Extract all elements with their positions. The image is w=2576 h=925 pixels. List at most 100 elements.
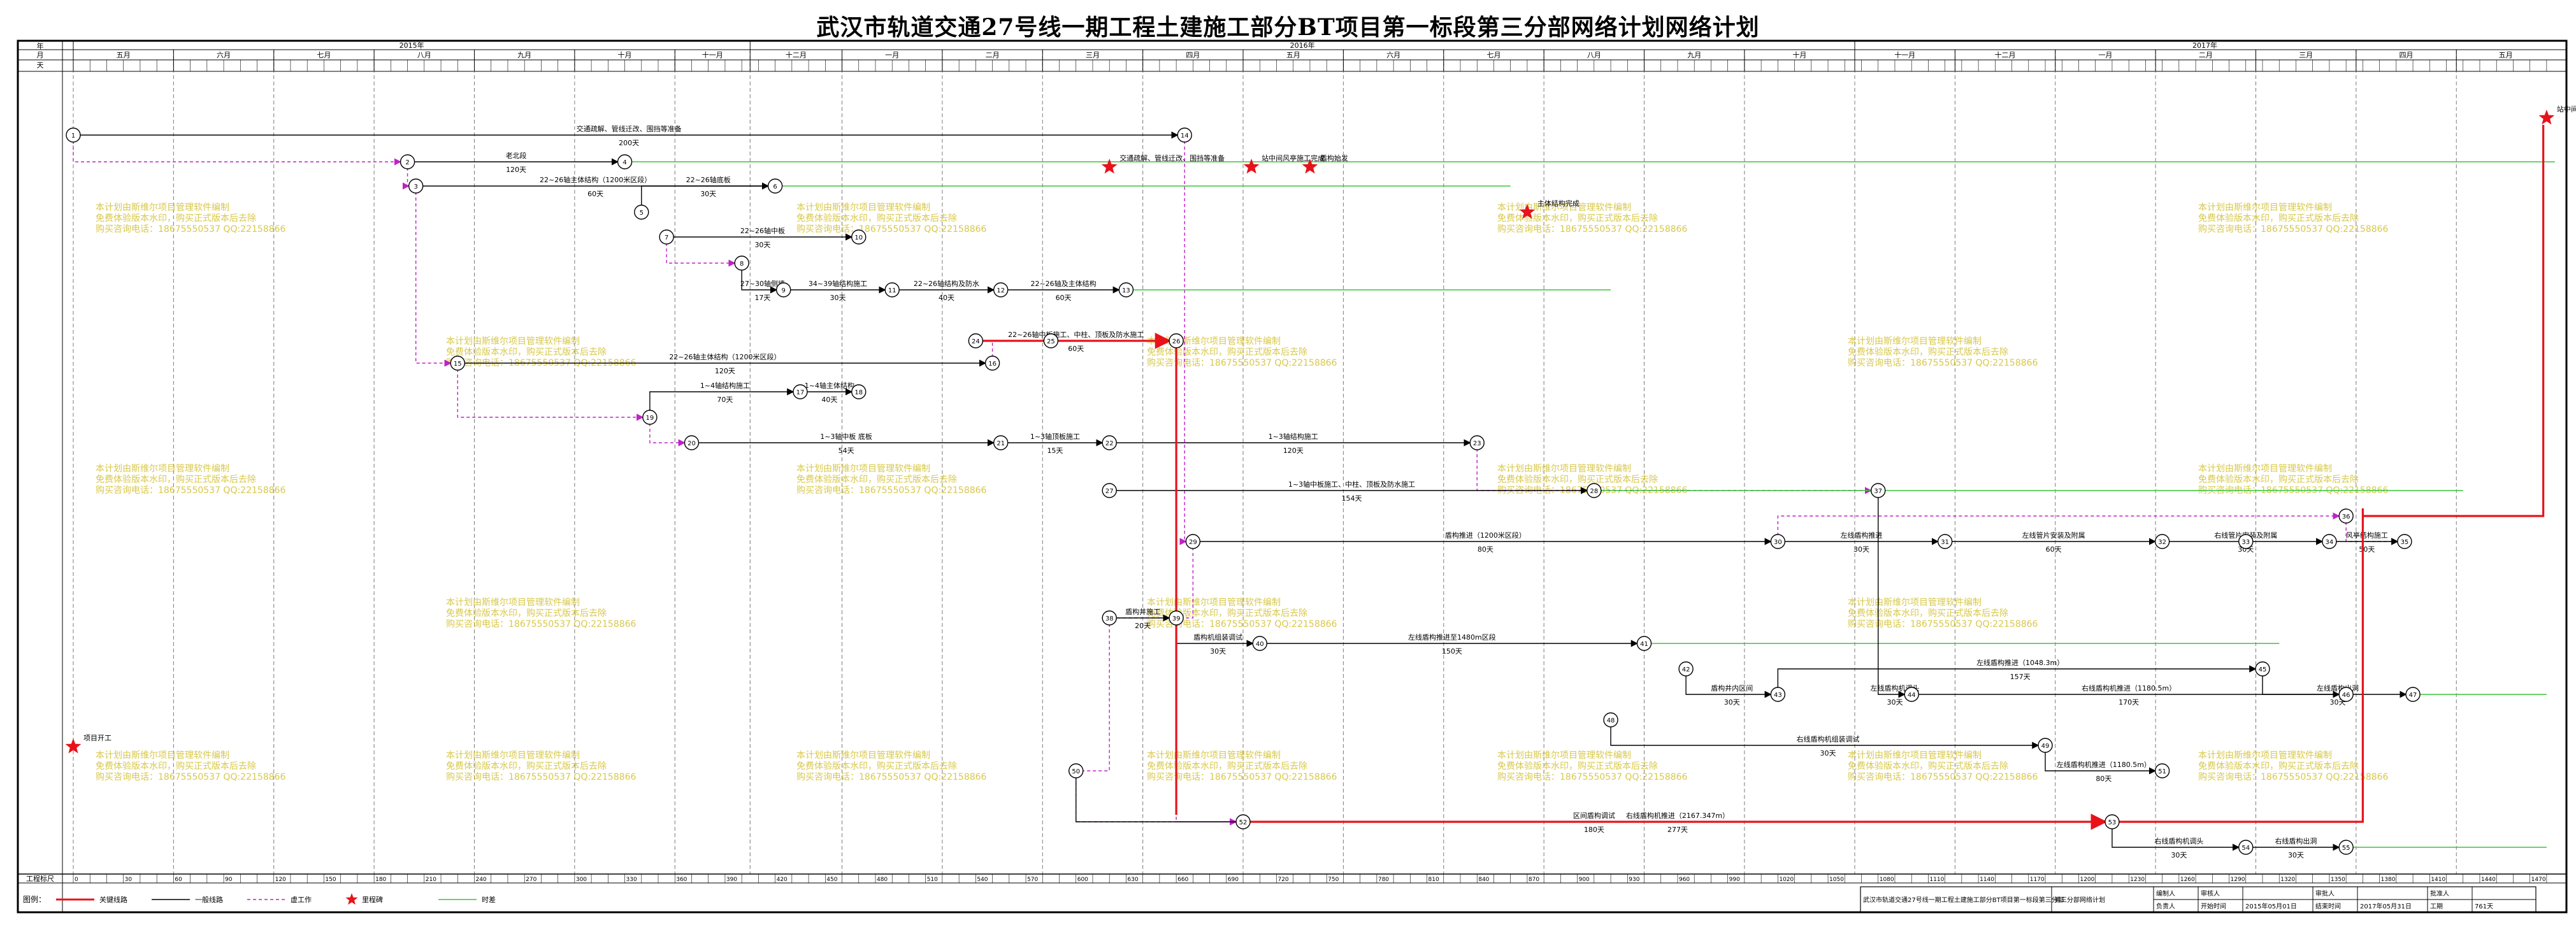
info-table-cell: 武汉市轨道交通27号线一期工程土建施工部分BT项目第一标段第三分部 bbox=[1863, 896, 2064, 904]
network-node[interactable] bbox=[1937, 534, 1953, 549]
dummy-link bbox=[1179, 135, 1187, 545]
node-number: 54 bbox=[2241, 845, 2250, 852]
node-number: 3 bbox=[414, 183, 418, 190]
watermark-text: 购买咨询电话：18675550537 QQ:22158866 bbox=[1497, 224, 1688, 234]
network-node[interactable] bbox=[1118, 282, 1134, 298]
node-number: 14 bbox=[1181, 133, 1189, 140]
month-label: 十月 bbox=[618, 50, 632, 59]
node-number: 47 bbox=[2409, 692, 2417, 699]
node-number: 13 bbox=[1122, 287, 1130, 294]
network-node[interactable] bbox=[2338, 508, 2354, 524]
network-node[interactable] bbox=[1102, 610, 1117, 626]
node-number: 17 bbox=[796, 389, 805, 396]
node-number: 20 bbox=[687, 440, 696, 447]
network-node[interactable] bbox=[2238, 840, 2254, 855]
network-node[interactable] bbox=[2154, 534, 2170, 549]
network-node[interactable] bbox=[399, 154, 415, 169]
activity-label: 34~39轴结构施工 bbox=[809, 279, 867, 288]
network-node[interactable] bbox=[1185, 534, 1201, 549]
month-label: 八月 bbox=[417, 51, 431, 59]
network-node[interactable] bbox=[1102, 483, 1117, 498]
activity-duration: 150天 bbox=[1442, 647, 1462, 656]
network-node[interactable] bbox=[2038, 738, 2053, 753]
network-node[interactable] bbox=[659, 229, 674, 245]
node-number: 42 bbox=[1682, 666, 1690, 673]
watermark-text: 购买咨询电话：18675550537 QQ:22158866 bbox=[1848, 619, 2038, 629]
network-node[interactable] bbox=[968, 333, 984, 348]
node-number: 53 bbox=[2108, 819, 2117, 826]
dummy-link bbox=[457, 363, 644, 421]
watermark-text: 购买咨询电话：18675550537 QQ:22158866 bbox=[796, 224, 987, 234]
watermark-text: 免费体验版本水印，购买正式版本后去除 bbox=[1147, 761, 1307, 771]
node-number: 31 bbox=[1941, 539, 1949, 546]
network-node[interactable] bbox=[1102, 435, 1117, 450]
network-node[interactable] bbox=[884, 282, 900, 298]
network-node[interactable] bbox=[1252, 636, 1267, 651]
network-node[interactable] bbox=[1904, 687, 1919, 702]
network-node[interactable] bbox=[634, 204, 649, 220]
network-node[interactable] bbox=[1069, 763, 1084, 778]
activity-arrow bbox=[1878, 498, 1906, 698]
activity-duration: 80天 bbox=[1478, 545, 1493, 554]
network-node[interactable] bbox=[851, 229, 867, 245]
network-node[interactable] bbox=[1235, 814, 1251, 829]
network-node[interactable] bbox=[642, 410, 658, 425]
network-node[interactable] bbox=[993, 282, 1009, 298]
node-number: 15 bbox=[454, 361, 462, 368]
network-node[interactable] bbox=[734, 255, 749, 271]
network-node[interactable] bbox=[1177, 127, 1192, 143]
dummy-link bbox=[649, 417, 686, 447]
node-number: 35 bbox=[2401, 539, 2409, 546]
activity-arrow bbox=[1610, 727, 2040, 749]
network-node[interactable] bbox=[2238, 534, 2254, 549]
network-node[interactable] bbox=[2105, 814, 2120, 829]
scale-tick-label: 390 bbox=[726, 877, 737, 883]
activity-duration: 30天 bbox=[1853, 545, 1869, 554]
network-node[interactable] bbox=[684, 435, 700, 450]
network-node[interactable] bbox=[1469, 435, 1485, 450]
network-node[interactable] bbox=[984, 355, 1000, 371]
scale-tick-label: 270 bbox=[526, 877, 536, 883]
network-node[interactable] bbox=[1770, 534, 1786, 549]
network-node[interactable] bbox=[1043, 333, 1059, 348]
network-node[interactable] bbox=[1169, 333, 1184, 348]
node-number: 40 bbox=[1256, 641, 1264, 648]
scale-tick-label: 1290 bbox=[2231, 877, 2245, 883]
network-node[interactable] bbox=[1871, 483, 1886, 498]
network-node[interactable] bbox=[2154, 763, 2170, 778]
network-node[interactable] bbox=[1636, 636, 1652, 651]
network-node[interactable] bbox=[793, 384, 808, 399]
network-node[interactable] bbox=[1678, 661, 1694, 677]
watermark-text: 购买咨询电话：18675550537 QQ:22158866 bbox=[96, 772, 286, 782]
network-node[interactable] bbox=[66, 127, 81, 143]
network-node[interactable] bbox=[1603, 712, 1618, 728]
month-label: 四月 bbox=[1186, 51, 1200, 59]
scale-tick-label: 1140 bbox=[1980, 877, 1994, 883]
network-node[interactable] bbox=[1169, 610, 1184, 626]
activity-duration: 40天 bbox=[939, 294, 954, 302]
node-number: 43 bbox=[1774, 692, 1782, 699]
network-node[interactable] bbox=[1587, 483, 1602, 498]
node-number: 12 bbox=[997, 287, 1005, 294]
network-node[interactable] bbox=[408, 178, 424, 194]
node-number: 2 bbox=[405, 159, 409, 166]
network-node[interactable] bbox=[617, 154, 633, 169]
node-number: 41 bbox=[1640, 641, 1648, 648]
network-node[interactable] bbox=[851, 384, 867, 399]
node-number: 16 bbox=[988, 361, 997, 368]
network-node[interactable] bbox=[1770, 687, 1786, 702]
watermark-text: 本计划由斯维尔项目管理软件编制 bbox=[2198, 203, 2332, 213]
network-node[interactable] bbox=[2397, 534, 2412, 549]
network-node[interactable] bbox=[993, 435, 1009, 450]
network-node[interactable] bbox=[450, 355, 465, 371]
watermark-text: 本计划由斯维尔项目管理软件编制 bbox=[446, 750, 580, 761]
network-node[interactable] bbox=[2255, 661, 2270, 677]
network-node[interactable] bbox=[2338, 840, 2354, 855]
network-node[interactable] bbox=[776, 282, 791, 298]
network-node[interactable] bbox=[2405, 687, 2421, 702]
network-node[interactable] bbox=[2322, 534, 2337, 549]
watermark-text: 本计划由斯维尔项目管理软件编制 bbox=[1848, 336, 1982, 347]
network-node[interactable] bbox=[2338, 687, 2354, 702]
network-node[interactable] bbox=[767, 178, 783, 194]
month-label: 六月 bbox=[1386, 51, 1400, 59]
